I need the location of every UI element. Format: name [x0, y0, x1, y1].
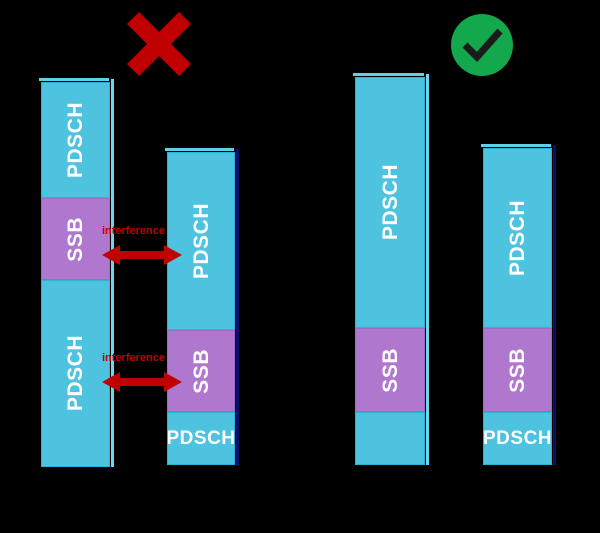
x-mark-icon [124, 12, 194, 76]
segment-pdsch: PDSCH [167, 152, 235, 330]
segment-ssb: SSB [355, 328, 425, 412]
segment-label: PDSCH [483, 428, 552, 449]
segment-label: SSB [64, 216, 87, 262]
segment-pdsch: PDSCH [41, 82, 110, 198]
segment-pdsch: PDSCH [355, 77, 425, 328]
segment-ssb: SSB [483, 328, 552, 412]
segment-label: PDSCH [167, 428, 235, 449]
good-bar-1: PDSCH SSB [353, 73, 429, 465]
segment-pdsch [355, 412, 425, 465]
segment-label: SSB [506, 347, 529, 393]
segment-pdsch: PDSCH [483, 148, 552, 328]
good-bar-2: PDSCH SSB PDSCH [481, 144, 556, 465]
segment-pdsch: PDSCH [167, 412, 235, 465]
interference-annotation-upper: interference [102, 225, 182, 265]
segment-ssb: SSB [41, 198, 110, 280]
segment-label: SSB [378, 347, 402, 393]
bad-bar-1: PDSCH SSB PDSCH [39, 78, 114, 467]
interference-annotation-lower: interference [102, 352, 182, 392]
double-arrow-icon [102, 245, 182, 265]
double-arrow-icon [102, 372, 182, 392]
segment-label: PDSCH [189, 202, 213, 279]
interference-label: interference [102, 352, 165, 364]
segment-label: PDSCH [64, 335, 87, 412]
interference-label: interference [102, 225, 165, 237]
segment-label: SSB [189, 348, 213, 394]
segment-label: PDSCH [506, 199, 529, 276]
check-mark-icon [450, 13, 514, 77]
segment-label: PDSCH [378, 164, 402, 241]
segment-pdsch: PDSCH [41, 280, 110, 467]
segment-label: PDSCH [64, 101, 87, 178]
bad-bar-2: PDSCH SSB PDSCH [165, 148, 239, 465]
segment-ssb: SSB [167, 330, 235, 412]
segment-pdsch: PDSCH [483, 412, 552, 465]
